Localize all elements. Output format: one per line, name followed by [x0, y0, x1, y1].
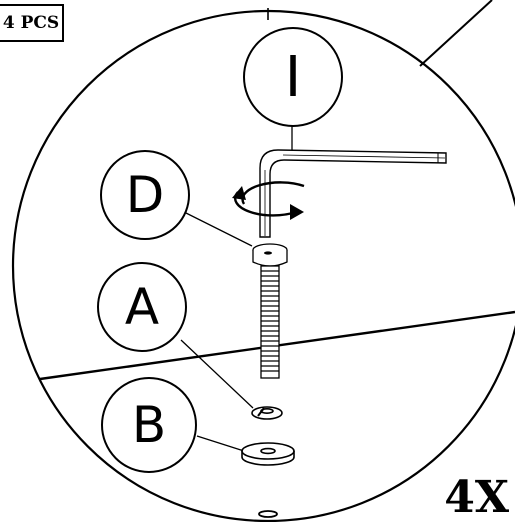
callout-i-letter: I [284, 44, 302, 110]
bolt-icon [252, 243, 288, 379]
flat-washer-icon [241, 442, 295, 466]
callout-d: D [100, 150, 190, 240]
bottom-hole-mark [258, 510, 278, 518]
quantity-label: 4X [444, 472, 509, 523]
callout-a: A [97, 262, 187, 352]
callout-i: I [243, 27, 343, 127]
callout-d-letter: D [125, 166, 165, 224]
hex-key-icon [259, 149, 447, 238]
detail-leader-line [419, 0, 493, 67]
leader-b [196, 435, 245, 452]
callout-b: B [101, 377, 197, 473]
leader-a [180, 339, 254, 409]
callout-b-letter: B [131, 396, 167, 454]
rotation-arrow-icon [232, 181, 305, 220]
callout-a-letter: A [124, 278, 160, 336]
leader-d [179, 209, 253, 247]
spring-washer-icon [251, 406, 283, 420]
pieces-count-label: 4 PCS [0, 4, 64, 42]
